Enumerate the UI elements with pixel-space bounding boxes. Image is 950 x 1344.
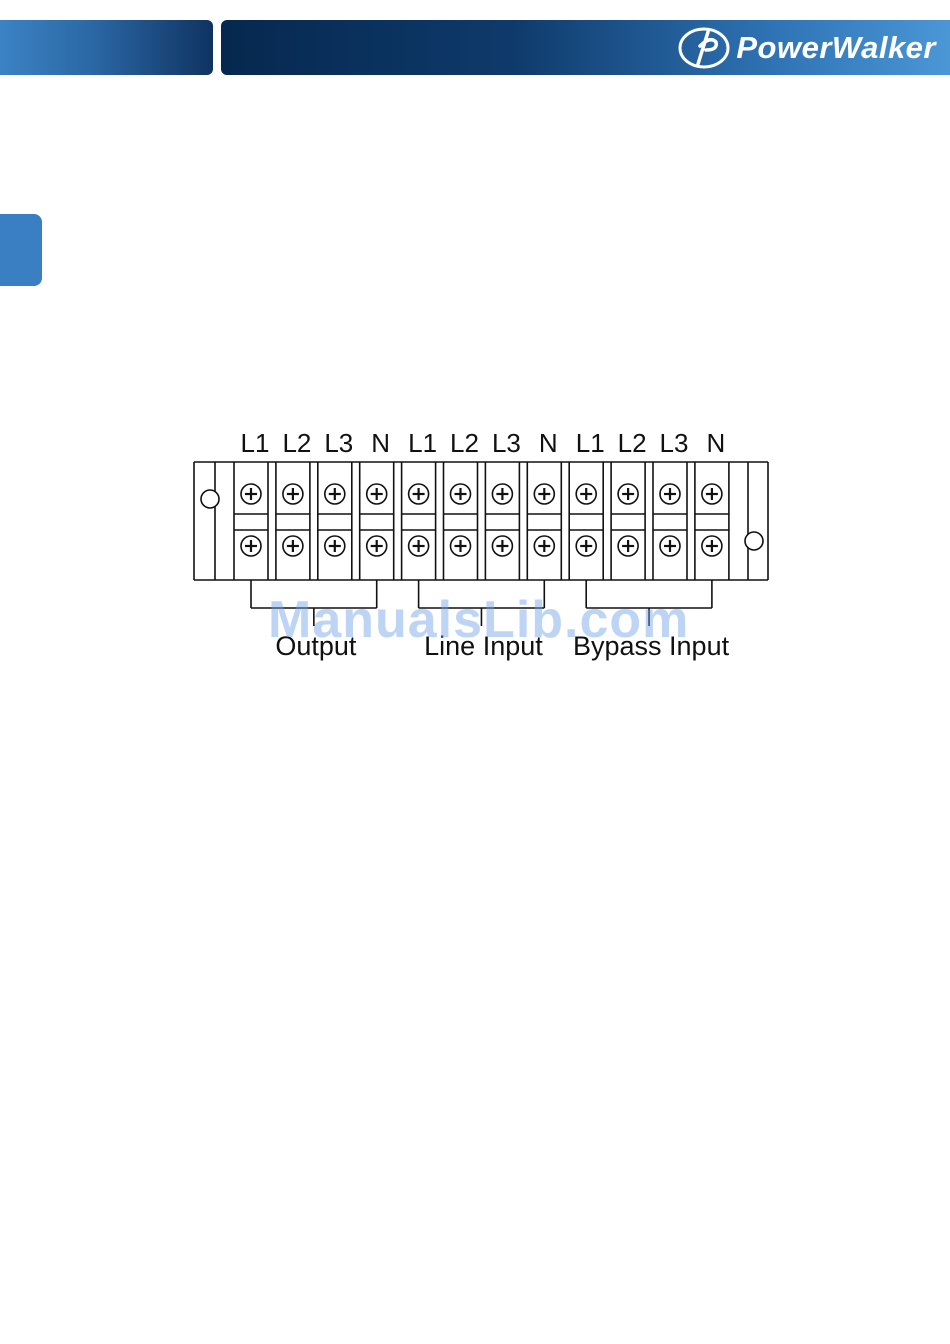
terminal-label: N	[707, 428, 726, 458]
terminal-label: L1	[408, 428, 437, 458]
terminal-label: N	[539, 428, 558, 458]
terminal-label: L2	[282, 428, 311, 458]
terminal-label: L1	[241, 428, 270, 458]
terminal-label: L3	[492, 428, 521, 458]
mounting-hole-right	[745, 532, 763, 550]
mounting-hole-left	[201, 490, 219, 508]
terminal-label: L3	[324, 428, 353, 458]
terminal-label: N	[371, 428, 390, 458]
terminal-label: L2	[450, 428, 479, 458]
watermark: ManualsLib.com	[268, 590, 689, 650]
terminal-label: L2	[618, 428, 647, 458]
terminal-label: L1	[576, 428, 605, 458]
terminal-label: L3	[660, 428, 689, 458]
